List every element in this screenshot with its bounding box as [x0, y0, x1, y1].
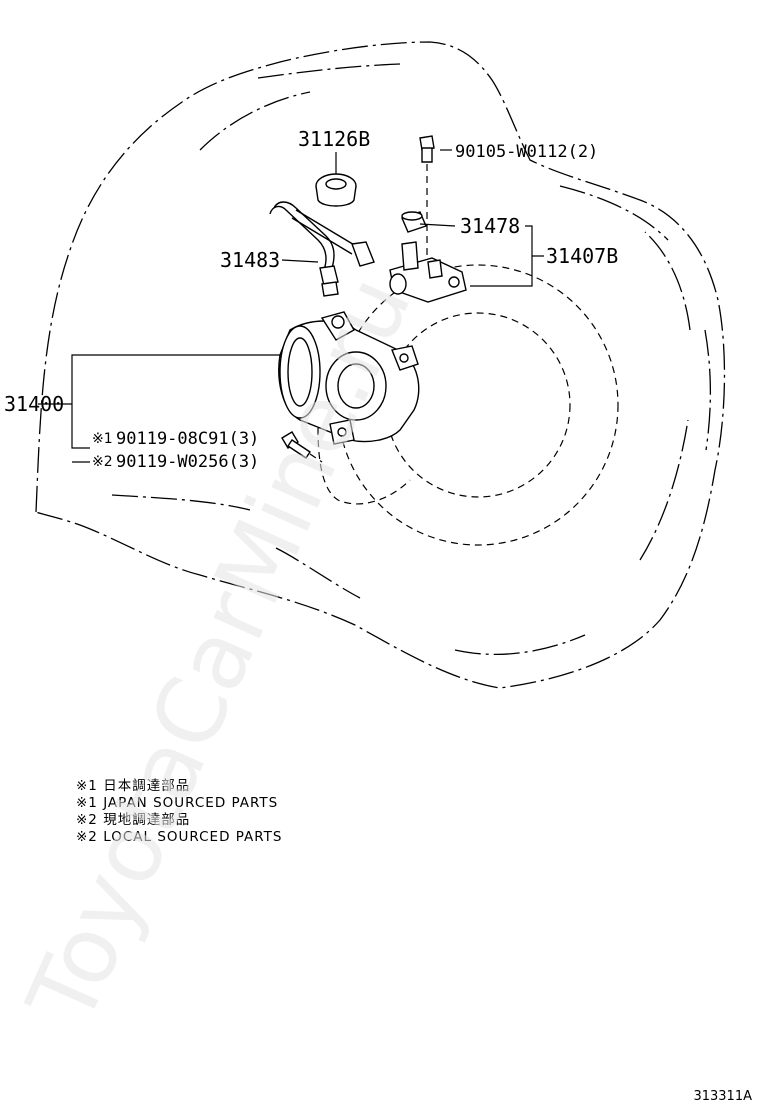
diagram-id: 313311A: [693, 1089, 752, 1104]
bearing-hidden-outline: [317, 427, 411, 505]
pipe-31483: [269, 201, 375, 297]
grommet-31126b: [315, 173, 357, 207]
bolt-90119: [281, 431, 323, 463]
label-31483: 31483: [220, 248, 280, 272]
label-90105: 90105-W0112(2): [455, 142, 598, 162]
label-31407b: 31407B: [546, 244, 618, 268]
leader-31483: [281, 259, 319, 263]
clutch-hidden-circle-outer: [337, 264, 619, 546]
label-31400: 31400: [4, 392, 64, 416]
note-japan-sourced-en: ※1 JAPAN SOURCED PARTS: [76, 795, 279, 811]
cap-31478: [401, 211, 427, 233]
note-local-sourced-en: ※2 LOCAL SOURCED PARTS: [76, 829, 283, 845]
label-90119-w0256: 90119-W0256(3): [116, 452, 259, 472]
leader-31407b-bracket: [470, 225, 544, 287]
transmission-housing-outline: [35, 41, 726, 689]
label-31126b: 31126B: [298, 127, 370, 151]
housing-inner-contour: [111, 91, 691, 655]
mark-japan-sourced: ※1: [92, 431, 113, 447]
housing-flange: [257, 63, 712, 451]
note-japan-sourced-jp: ※1 日本調達部品: [76, 778, 191, 794]
union-31407b: [389, 241, 467, 303]
bolt-90105: [419, 135, 435, 260]
leader-31478: [419, 223, 456, 227]
label-90119-08c91: 90119-08C91(3): [116, 429, 259, 449]
leader-31400-bracket: [38, 354, 280, 463]
mark-local-sourced: ※2: [92, 454, 113, 470]
label-31478: 31478: [460, 214, 520, 238]
slave-cylinder-31400: [278, 311, 420, 445]
note-local-sourced-jp: ※2 現地調達部品: [76, 812, 191, 828]
